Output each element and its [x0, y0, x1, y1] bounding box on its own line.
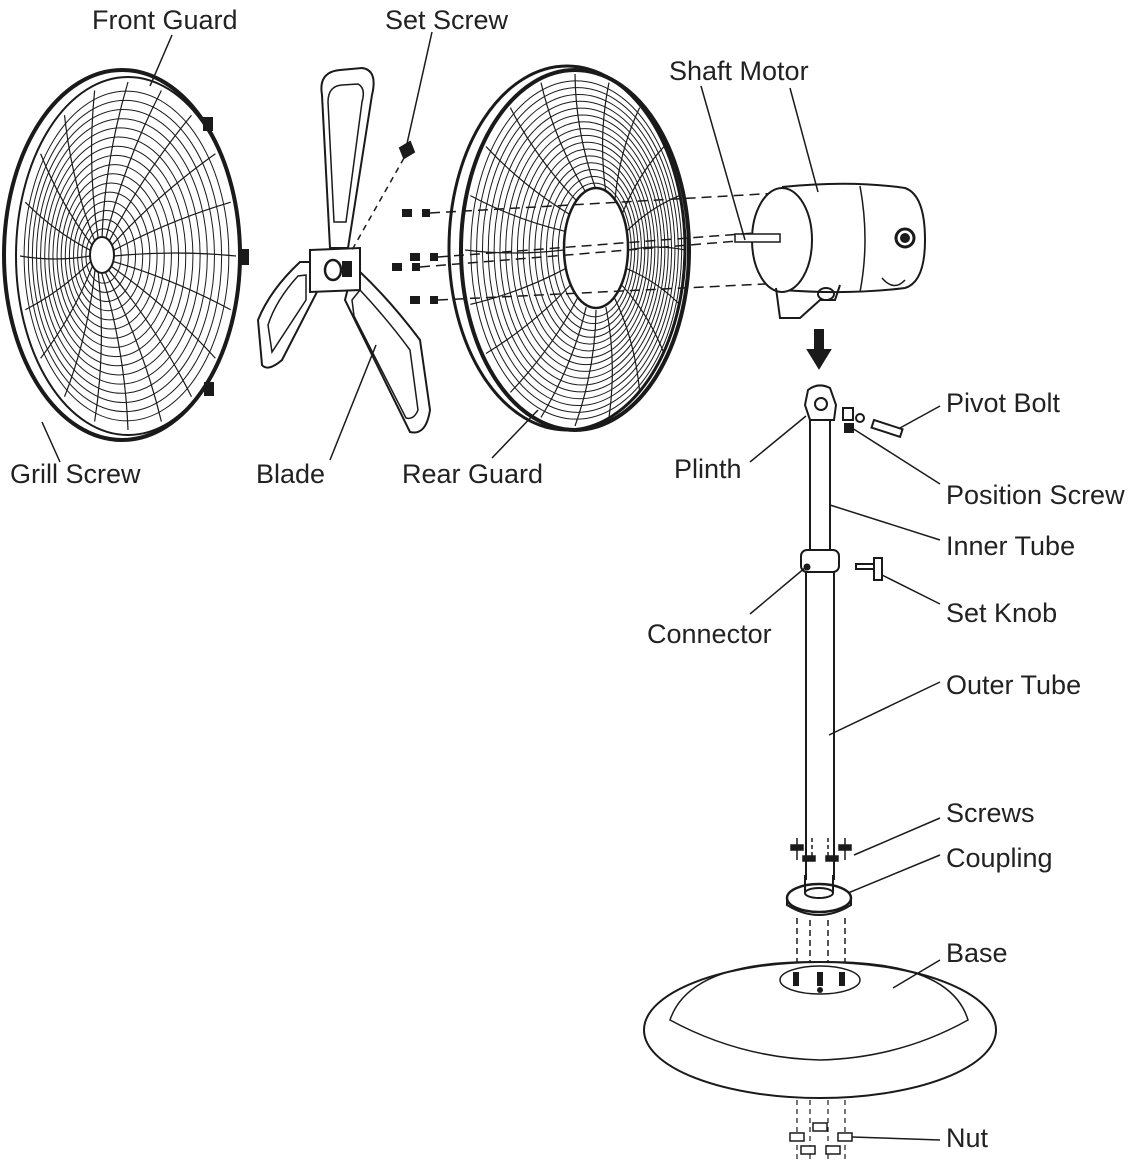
- label-connector: Connector: [647, 619, 772, 649]
- guard-wire-spoke: [101, 81, 129, 239]
- guard-wire-ring: [68, 191, 151, 321]
- guard-wire-spoke: [113, 252, 237, 257]
- guard-wire-ring: [505, 121, 663, 379]
- guard-wire-ring: [64, 182, 158, 330]
- label-nut: Nut: [946, 1123, 989, 1153]
- guard-wire-spoke: [111, 266, 216, 359]
- guard-wire-spoke: [509, 298, 578, 393]
- guard-wire-spoke: [63, 270, 96, 397]
- guard-wire-spoke: [105, 272, 162, 422]
- label-position-screw: Position Screw: [946, 480, 1125, 510]
- label-set-screw: Set Screw: [385, 5, 509, 35]
- label-base: Base: [946, 938, 1008, 968]
- guard-wire-ring: [44, 136, 194, 376]
- guard-wire-ring: [511, 128, 659, 372]
- guard-wire-ring: [493, 107, 669, 393]
- guard-wire-ring: [31, 109, 215, 403]
- label-rear-guard: Rear Guard: [402, 459, 544, 489]
- label-outer-tube: Outer Tube: [946, 670, 1082, 700]
- guard-wire-ring: [487, 100, 673, 400]
- label-front-guard: Front Guard: [92, 5, 238, 35]
- guard-wire-spoke: [601, 82, 610, 194]
- label-grill-screw: Grill Screw: [10, 459, 141, 489]
- guard-wire-spoke: [113, 201, 231, 251]
- guard-wire-ring: [85, 228, 122, 284]
- guard-wire-ring: [27, 99, 223, 413]
- guard-wire-ring: [52, 154, 180, 358]
- guard-wire-ring: [56, 164, 172, 348]
- guard-wire-ring: [60, 173, 165, 339]
- guard-wire-ring: [35, 118, 208, 394]
- label-shaft-motor: Shaft Motor: [669, 56, 809, 86]
- guard-wire-ring: [48, 145, 187, 367]
- guard-wire-spoke: [94, 273, 102, 422]
- leader-lines: [41, 31, 941, 1141]
- guard-wire-ring: [77, 209, 137, 303]
- guard-wire-ring: [73, 200, 144, 312]
- guard-wire-spoke: [90, 90, 99, 239]
- guard-wire-ring: [499, 114, 666, 386]
- label-pivot-bolt: Pivot Bolt: [946, 388, 1061, 418]
- guard-wire-ring: [81, 219, 129, 293]
- guard-wire-spoke: [470, 195, 566, 233]
- guard-wire-ring: [470, 80, 683, 420]
- guard-wire-ring: [516, 134, 656, 366]
- guard-wire-spoke: [621, 284, 665, 354]
- guard-wire-spoke: [626, 195, 680, 232]
- guard-wire-spoke: [113, 260, 231, 311]
- guard-wire-spoke: [40, 266, 93, 359]
- guard-wire-spoke: [19, 255, 91, 260]
- guard-wire-spoke: [485, 146, 571, 216]
- guard-wire-spoke: [108, 270, 193, 398]
- label-blade: Blade: [256, 459, 326, 489]
- guard-wire-ring: [540, 162, 642, 338]
- rear-guard: [392, 64, 821, 432]
- label-screws: Screws: [946, 798, 1035, 828]
- guard-wire-ring: [528, 148, 649, 352]
- guard-wire-spoke: [108, 114, 192, 242]
- label-set-knob: Set Knob: [946, 598, 1058, 628]
- guard-wire-spoke: [470, 268, 566, 305]
- guard-wire-spoke: [626, 267, 681, 305]
- guard-wire-ring: [546, 169, 639, 331]
- guard-wire-spoke: [574, 309, 597, 427]
- label-inner-tube: Inner Tube: [946, 531, 1076, 561]
- guard-wire-spoke: [540, 82, 587, 194]
- guard-wire-spoke: [25, 261, 92, 311]
- guard-wire-spoke: [105, 90, 162, 240]
- guard-wire-ring: [40, 127, 201, 385]
- guard-wire-spoke: [101, 273, 129, 431]
- guard-wire-ring: [476, 87, 679, 413]
- guard-wire-spoke: [111, 153, 216, 246]
- guard-wire-ring: [23, 90, 230, 422]
- label-plinth: Plinth: [674, 454, 742, 484]
- guard-wire-spoke: [574, 73, 597, 191]
- guard-wire-spoke: [40, 153, 93, 246]
- guard-wire-spoke: [509, 107, 578, 202]
- blade: [256, 66, 432, 434]
- guard-wire-spoke: [63, 115, 96, 242]
- guard-wire-spoke: [485, 284, 571, 354]
- guard-wire-ring: [481, 93, 676, 407]
- guard-wire-spoke: [614, 107, 641, 202]
- guard-wire-spoke: [540, 306, 587, 418]
- shaft-motor: [734, 182, 927, 370]
- guard-wire-spoke: [605, 306, 613, 418]
- guard-wire-spoke: [24, 201, 91, 251]
- stand: [643, 384, 997, 1162]
- front-guard: [2, 68, 249, 442]
- guard-wire-spoke: [464, 249, 565, 254]
- guard-wire-spoke: [621, 146, 665, 215]
- label-coupling: Coupling: [946, 843, 1053, 873]
- guard-wire-spoke: [614, 298, 641, 393]
